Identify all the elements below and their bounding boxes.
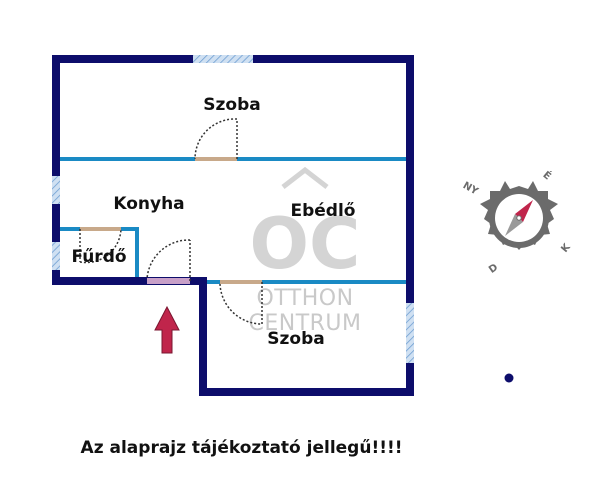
window-right	[406, 303, 414, 363]
compass-label-south: D	[487, 262, 500, 276]
door-szoba-bottom	[219, 280, 263, 325]
door-entrance	[146, 239, 191, 284]
door-szoba-top	[194, 118, 238, 161]
doors	[79, 118, 263, 325]
windows	[52, 55, 414, 363]
marker-dot	[504, 373, 514, 383]
up-arrow-icon	[154, 305, 180, 354]
compass-label-west: NY	[461, 180, 481, 198]
watermark-roof	[281, 166, 329, 189]
room-label-furdo: Fűrdő	[71, 247, 126, 267]
window-left-lower	[52, 242, 60, 270]
compass-icon: É NY K D	[461, 168, 574, 276]
watermark-line2: CENTRUM	[248, 311, 361, 336]
watermark-logo: OC	[250, 203, 361, 285]
compass-label-north: É	[540, 168, 554, 182]
room-label-konyha: Konyha	[113, 194, 184, 214]
watermark-line1: OTTHON	[256, 286, 353, 311]
room-label-ebedlo: Ebédlő	[291, 201, 356, 221]
door-furdo	[79, 227, 122, 264]
disclaimer-text: Az alaprajz tájékoztató jellegű!!!!	[80, 438, 403, 458]
window-top	[193, 55, 253, 63]
window-left-upper	[52, 176, 60, 204]
room-label-szoba-bottom: Szoba	[267, 329, 324, 349]
compass-label-east: K	[559, 241, 573, 255]
watermark: OC OTTHON CENTRUM	[248, 166, 361, 336]
floor-plan: OC OTTHON CENTRUM	[52, 55, 574, 396]
outer-walls	[52, 55, 414, 396]
room-label-szoba-top: Szoba	[203, 95, 260, 115]
